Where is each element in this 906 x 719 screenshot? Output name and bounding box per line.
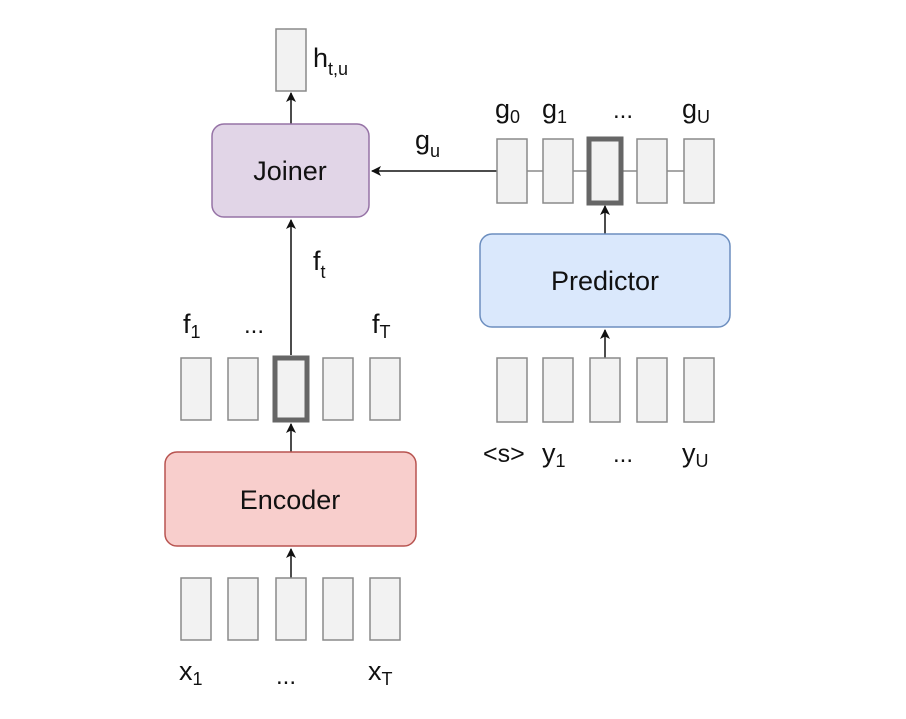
g-u-label: gu	[415, 125, 440, 161]
predictor-output-cells	[496, 136, 715, 206]
encoder-in-label-xT: xT	[368, 656, 393, 689]
encoder-input-cell	[227, 577, 259, 641]
predictor-in-label-dots: ...	[613, 441, 633, 468]
encoder-out-label-f1: f1	[183, 309, 201, 342]
predictor-input-cell	[636, 357, 668, 423]
encoder-input-cell	[369, 577, 401, 641]
encoder-output-cell	[322, 357, 354, 421]
encoder-output-cell	[227, 357, 259, 421]
encoder-output-cell	[369, 357, 401, 421]
predictor-in-label-y1: y1	[542, 438, 566, 471]
predictor-input-cells	[496, 357, 715, 423]
encoder-in-label-x1: x1	[179, 656, 203, 689]
f-t-label: ft	[313, 246, 326, 282]
predictor-out-label-dots: ...	[613, 97, 633, 124]
predictor-in-label-yU: yU	[682, 438, 709, 471]
joiner-block	[211, 123, 370, 218]
encoder-input-cell	[180, 577, 212, 641]
encoder-in-label-dots: ...	[276, 663, 296, 690]
encoder-out-label-dots: ...	[244, 312, 264, 339]
predictor-out-label-g0: g0	[495, 94, 520, 127]
encoder-output-cells	[180, 355, 401, 423]
encoder-input-cell	[322, 577, 354, 641]
predictor-label: Predictor	[551, 266, 659, 296]
encoder-input-cells	[180, 577, 401, 641]
encoder-output-cell-highlighted	[272, 355, 310, 423]
output-cell	[275, 28, 307, 92]
joiner-label: Joiner	[253, 156, 327, 186]
predictor-input-cell	[542, 357, 574, 423]
predictor-output-cell	[636, 138, 668, 204]
output-label: ht,u	[313, 43, 348, 79]
predictor-input-cell	[683, 357, 715, 423]
predictor-input-cell	[589, 357, 621, 423]
predictor-out-label-g1: g1	[542, 94, 567, 127]
predictor-output-cell-highlighted	[586, 136, 624, 206]
encoder-output-cell	[180, 357, 212, 421]
predictor-block	[479, 233, 731, 328]
predictor-in-label-start: <s>	[483, 440, 525, 468]
encoder-label: Encoder	[240, 485, 341, 515]
predictor-output-cell	[496, 138, 528, 204]
encoder-block	[164, 451, 417, 547]
predictor-input-cell	[496, 357, 528, 423]
predictor-out-label-gU: gU	[682, 94, 710, 127]
predictor-output-cell	[683, 138, 715, 204]
predictor-output-cell	[542, 138, 574, 204]
encoder-out-label-fT: fT	[372, 309, 391, 342]
encoder-input-cell	[275, 577, 307, 641]
